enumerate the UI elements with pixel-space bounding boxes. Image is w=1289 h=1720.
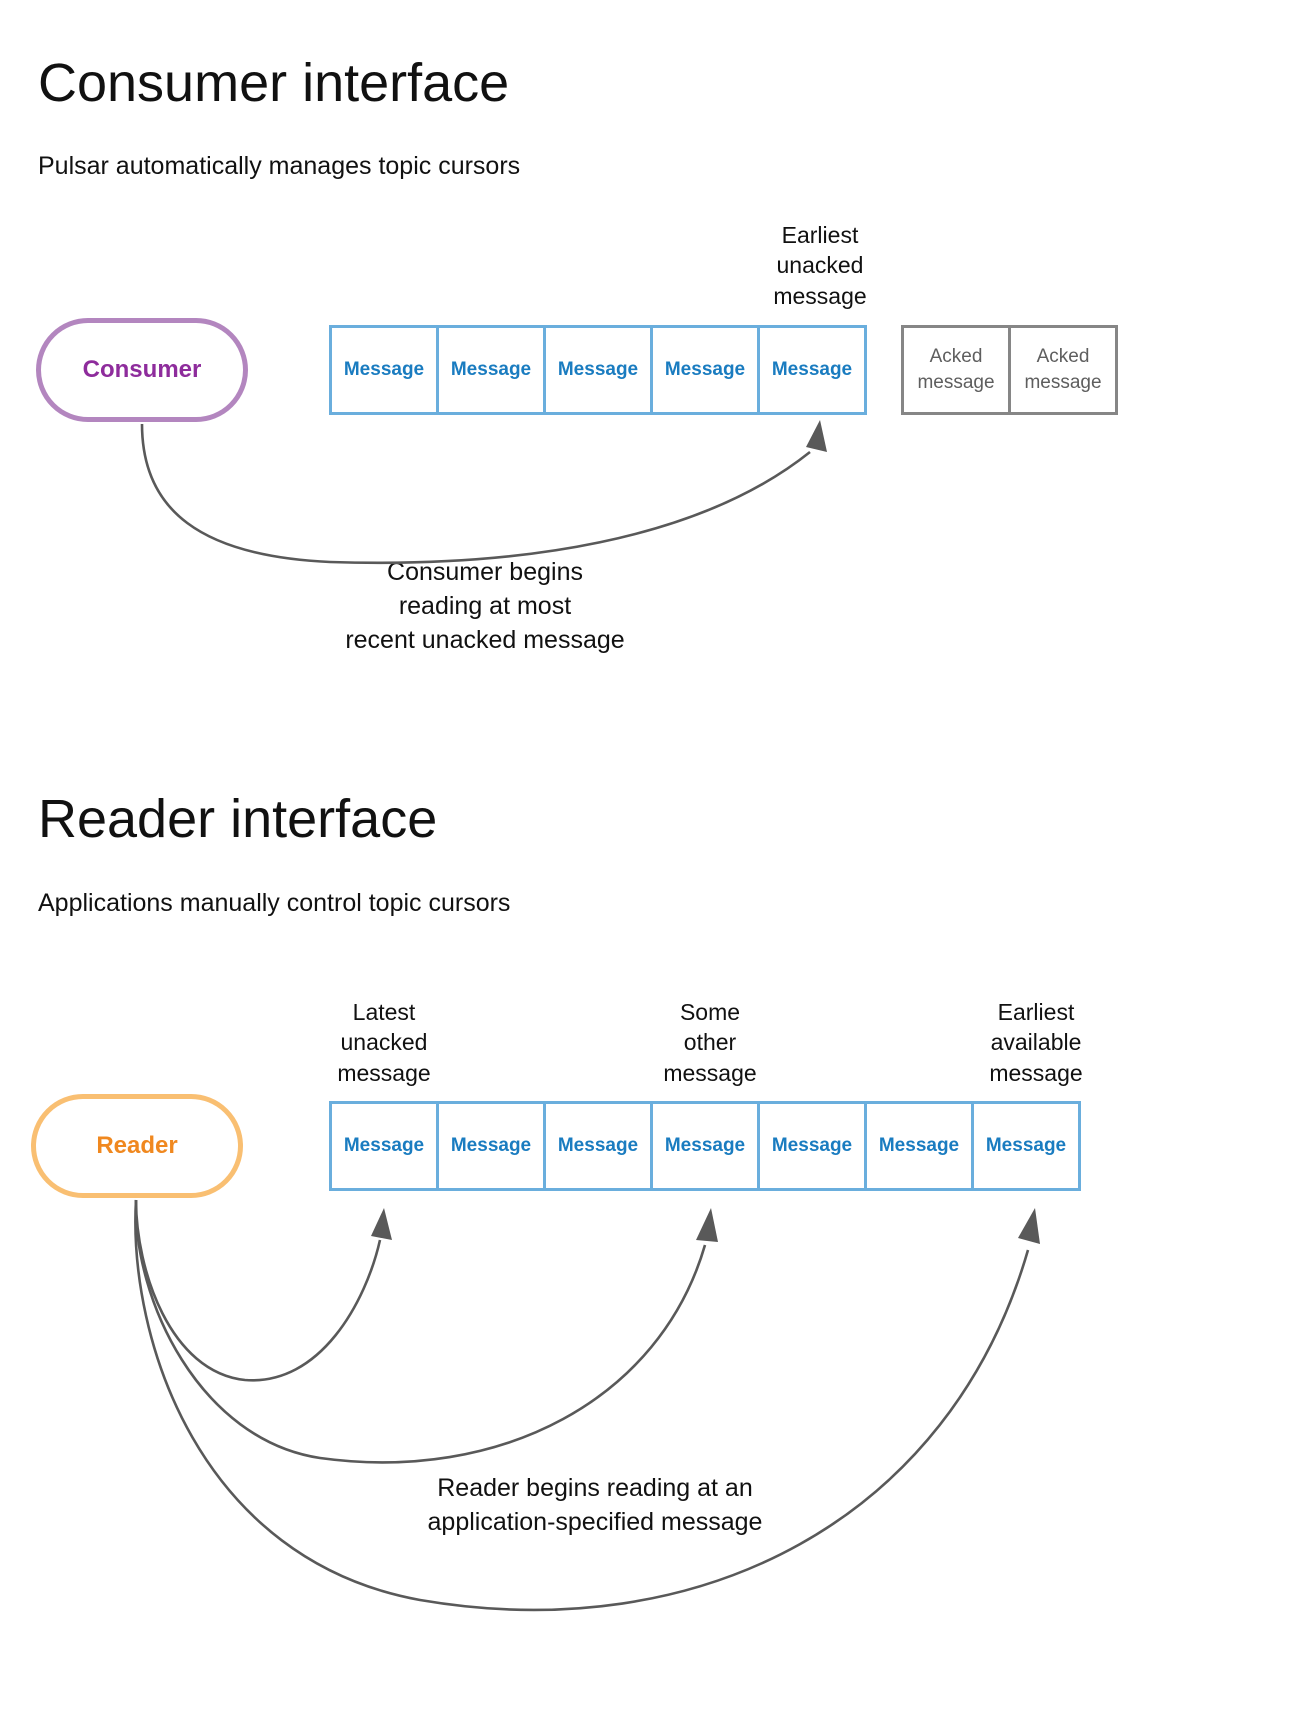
consumer-caption: Consumer begins reading at most recent u… xyxy=(345,558,625,654)
message-label: Message xyxy=(557,1135,639,1156)
message-box[interactable]: Message xyxy=(329,325,439,415)
message-label: Message xyxy=(771,1135,853,1156)
message-box[interactable]: Message xyxy=(864,1101,974,1191)
message-box[interactable]: Message xyxy=(543,1101,653,1191)
acked-message-label-line1: Acked xyxy=(1036,346,1090,368)
reader-message-queue: Message Message Message Message Message … xyxy=(329,1101,1081,1191)
consumer-section-subtitle: Pulsar automatically manages topic curso… xyxy=(38,152,521,180)
consumer-cursor-arrow xyxy=(140,420,827,565)
message-label: Message xyxy=(450,1135,532,1156)
message-label: Message xyxy=(343,1135,425,1156)
message-box[interactable]: Message xyxy=(650,1101,760,1191)
earliest-unacked-message-label: Earliest unacked message xyxy=(773,222,867,309)
message-label: Message xyxy=(343,359,425,380)
message-box[interactable]: Message xyxy=(757,325,867,415)
reader-cursor-arrow-earliest xyxy=(134,1199,1040,1612)
consumer-actor[interactable]: Consumer xyxy=(36,318,248,422)
message-label: Message xyxy=(664,1135,746,1156)
some-other-message-label: Some other message xyxy=(663,999,757,1086)
earliest-available-message-label: Earliest available message xyxy=(989,999,1083,1086)
message-box[interactable]: Message xyxy=(650,325,760,415)
reader-actor[interactable]: Reader xyxy=(31,1094,243,1198)
reader-caption: Reader begins reading at an application-… xyxy=(427,1474,763,1536)
acked-message-label-line2: message xyxy=(917,372,995,393)
reader-actor-label: Reader xyxy=(96,1132,178,1159)
consumer-message-queue: Message Message Message Message Message xyxy=(329,325,867,415)
acked-message-box[interactable]: Acked message xyxy=(1008,325,1118,415)
message-label: Message xyxy=(878,1135,960,1156)
reader-section-subtitle: Applications manually control topic curs… xyxy=(38,889,511,917)
message-box[interactable]: Message xyxy=(543,325,653,415)
acked-message-label-line1: Acked xyxy=(929,346,983,368)
message-label: Message xyxy=(985,1135,1067,1156)
message-box[interactable]: Message xyxy=(436,1101,546,1191)
consumer-section-title: Consumer interface xyxy=(38,53,510,113)
message-label: Message xyxy=(664,359,746,380)
consumer-actor-label: Consumer xyxy=(82,356,202,383)
message-box[interactable]: Message xyxy=(329,1101,439,1191)
acked-message-box[interactable]: Acked message xyxy=(901,325,1011,415)
message-box[interactable]: Message xyxy=(757,1101,867,1191)
message-label: Message xyxy=(557,359,639,380)
message-label: Message xyxy=(450,359,532,380)
reader-section-title: Reader interface xyxy=(38,789,438,849)
consumer-acked-queue: Acked message Acked message xyxy=(901,325,1118,415)
message-box[interactable]: Message xyxy=(436,325,546,415)
message-box[interactable]: Message xyxy=(971,1101,1081,1191)
reader-cursor-arrow-other xyxy=(134,1199,718,1464)
latest-unacked-message-label: Latest unacked message xyxy=(337,999,431,1086)
message-label: Message xyxy=(771,359,853,380)
reader-cursor-arrow-latest xyxy=(134,1199,392,1382)
acked-message-label-line2: message xyxy=(1024,372,1102,393)
